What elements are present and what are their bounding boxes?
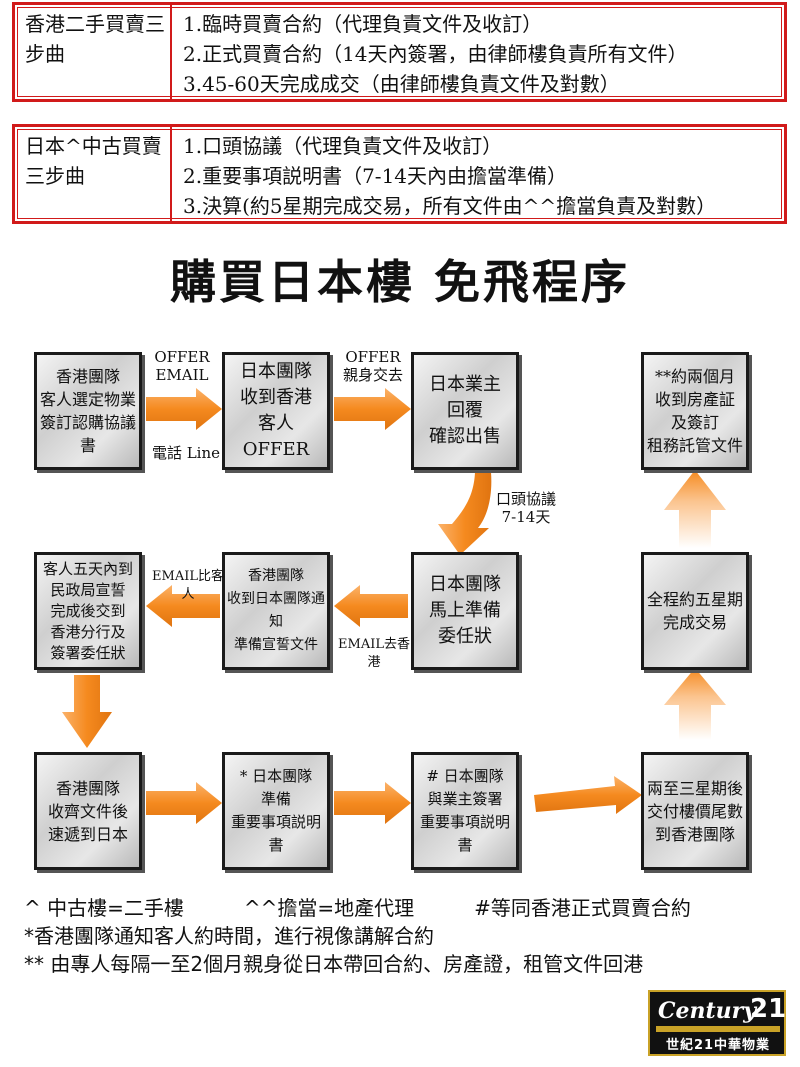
arrow-b7-b6 [334,585,408,627]
hk-step-1: 1.臨時買賣合約（代理負責文件及收訂） [183,12,543,36]
arrow-b11-b12 [534,776,642,814]
label-verbal-agreement: 口頭協議 7-14天 [495,490,556,526]
jp-step-3: 3.決算(約5星期完成交易，所有文件由^^擔當負責及對數） [183,194,717,218]
step-jp-sign-disclosure: # 日本團隊 與業主簽署 重要事項説明書 [411,752,519,870]
jp-steps-label: 日本^中古買賣三步曲 [25,134,162,188]
jp-steps-list: 1.口頭協議（代理負責文件及收訂） 2.重要事項説明書（7-14天內由擔當準備）… [183,131,716,221]
step-jp-receive-offer: 日本團隊 收到香港 客人OFFER [222,352,330,470]
arrow-b12-b8 [664,668,726,740]
step-owner-confirm: 日本業主 回覆 確認出售 [411,352,519,470]
step-jp-prepare-poa: 日本團隊 馬上準備 委任狀 [411,552,519,670]
footnote-tanto: ^^擔當=地產代理 [243,896,415,920]
step-jp-prepare-disclosure: * 日本團隊 準備 重要事項説明書 [222,752,330,870]
logo-bar [656,1026,780,1032]
step-complete-five-weeks: 全程約五星期 完成交易 [641,552,749,670]
label-offer-in-person: OFFER 親身交去 [342,348,403,384]
arrow-b5-b9 [62,675,112,748]
hk-step-3: 3.45-60天完成成交（由律師樓負責文件及對數） [183,72,620,96]
label-email-client: EMAIL比客人 [152,569,224,602]
hk-steps-table: 香港二手買賣三步曲 1.臨時買賣合約（代理負責文件及收訂） 2.正式買賣合約（1… [12,2,787,102]
jp-step-2: 2.重要事項説明書（7-14天內由擔當準備） [183,164,568,188]
step-client-oath: 客人五天內到 民政局宣誓 完成後交到 香港分行及 簽署委任狀 [34,552,142,670]
logo-subtitle: 世紀21中華物業 [665,1038,771,1053]
footnote-hash: #等同香港正式買賣合約 [474,896,691,920]
arrow-b10-b11 [334,782,411,824]
arrow-b1-b2 [146,388,222,430]
step-hk-prepare-oath: 香港團隊 收到日本團隊通知 準備宣誓文件 [222,552,330,670]
page-title: 購買日本樓 免飛程序 [169,255,630,309]
footnote-chuko: ^ 中古樓=二手樓 [24,896,184,920]
arrow-b8-b4 [664,470,726,548]
label-email-hk: EMAIL去香港 [338,637,410,670]
label-offer-email: OFFER EMAIL [154,348,210,384]
footnote-line-1: ^ 中古樓=二手樓 ^^擔當=地產代理 #等同香港正式買賣合約 [24,894,691,922]
hk-step-2: 2.正式買賣合約（14天內簽署，由律師樓負責所有文件） [183,42,688,66]
step-receive-deeds: **約兩個月 收到房產証 及簽訂 租務託管文件 [641,352,749,470]
footnote-line-3: ** 由專人每隔一至2個月親身從日本帶回合約、房產證，租管文件回港 [24,952,644,976]
arrow-b6-b5 [146,585,220,627]
arrow-b9-b10 [146,782,222,824]
step-final-payment: 兩至三星期後 交付樓價尾數 到香港團隊 [641,752,749,870]
table-inner-border [17,7,782,97]
jp-steps-table: 日本^中古買賣三步曲 1.口頭協議（代理負責文件及收訂） 2.重要事項説明書（7… [12,124,787,224]
table-divider [170,127,172,221]
arrow-b3-b7 [438,472,492,555]
hk-steps-list: 1.臨時買賣合約（代理負責文件及收訂） 2.正式買賣合約（14天內簽署，由律師樓… [183,9,688,99]
logo-word: Century [658,998,757,1024]
table-divider [170,5,172,99]
jp-step-1: 1.口頭協議（代理負責文件及收訂） [183,134,503,158]
table-inner-border [17,129,782,219]
footnote-line-2: *香港團隊通知客人約時間，進行視像講解合約 [24,924,434,948]
step-hk-client-select: 香港團隊 客人選定物業 簽訂認購協議書 [34,352,142,470]
logo-number: 21 [750,994,787,1024]
hk-steps-label: 香港二手買賣三步曲 [25,12,165,66]
arrow-b2-b3 [334,388,411,430]
label-phone-line: 電話 Line [151,444,221,462]
century21-logo: Century 21 世紀21中華物業 [648,990,786,1056]
step-hk-courier-docs: 香港團隊 收齊文件後 速遞到日本 [34,752,142,870]
